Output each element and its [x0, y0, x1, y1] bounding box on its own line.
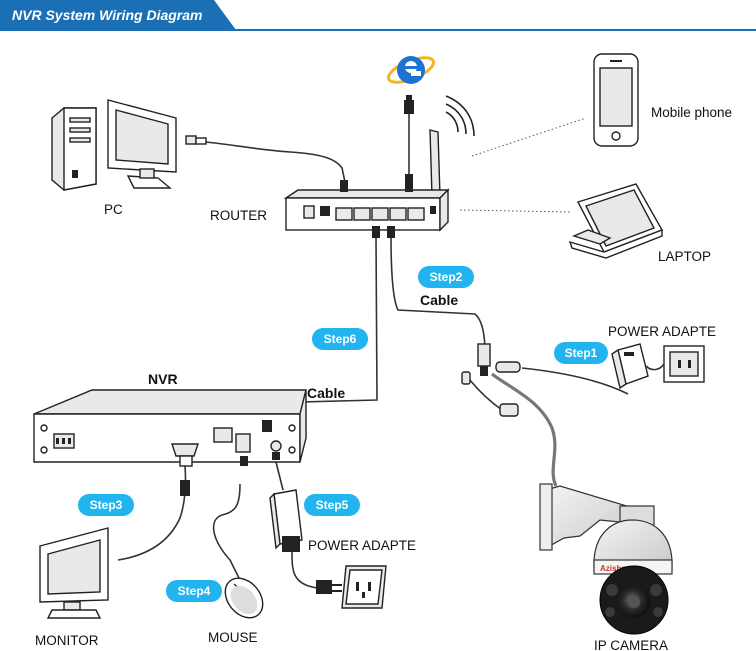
- cable-nvr-label: Cable: [307, 385, 345, 401]
- laptop-label: LAPTOP: [658, 249, 711, 264]
- mouse: MOUSE: [208, 577, 264, 645]
- camera-wall-socket: [663, 345, 705, 383]
- title-bar: [0, 0, 236, 30]
- monitor: MONITOR: [35, 480, 190, 648]
- nvr-dc-port: [270, 440, 282, 452]
- step5-badge: Step5: [304, 494, 360, 516]
- step4-badge: Step4: [166, 580, 222, 602]
- svg-text:Step1: Step1: [565, 346, 598, 360]
- mobile-phone-label: Mobile phone: [651, 105, 732, 120]
- router-camera-cable: [390, 235, 486, 347]
- step1-badge: Step1: [554, 342, 608, 364]
- nvr: NVR: [33, 371, 307, 467]
- step3-badge: Step3: [78, 494, 134, 516]
- router-label: ROUTER: [210, 208, 267, 223]
- camera-pigtail: [469, 379, 503, 411]
- nvr-side: [299, 389, 307, 463]
- nvr-mouse-cable: [212, 483, 241, 581]
- power-adapter-nvr-label: POWER ADAPTE: [308, 538, 416, 553]
- nvr-wall-socket: [316, 565, 387, 609]
- monitor-label: MONITOR: [35, 633, 99, 648]
- pc-label: PC: [104, 202, 123, 217]
- router-antenna: [429, 129, 441, 197]
- svg-text:Step5: Step5: [316, 498, 349, 512]
- ip-camera: Azishn IP CAMERA: [539, 483, 673, 651]
- wireless-phone-link: [471, 117, 587, 157]
- nvr-usb-ports: [235, 433, 251, 453]
- step2-badge: Step2: [418, 266, 474, 288]
- nvr-power-plug-cable: [291, 551, 319, 589]
- camera-power-adapter: POWER ADAPTE: [608, 324, 716, 390]
- page-title: NVR System Wiring Diagram: [12, 7, 202, 23]
- pc-monitor: [107, 99, 177, 189]
- wifi-signal-icon: [445, 95, 475, 137]
- laptop: LAPTOP: [568, 183, 711, 264]
- svg-text:Step3: Step3: [90, 498, 123, 512]
- pc-tower: [51, 107, 97, 191]
- ip-camera-label: IP CAMERA: [594, 638, 668, 651]
- router-lan-ports: [335, 207, 425, 221]
- nvr-power-adapter: POWER ADAPTE: [269, 489, 416, 553]
- cable-camera-label: Cable: [420, 292, 458, 308]
- nvr-lan-port: [213, 427, 233, 443]
- nvr-top: [33, 389, 307, 415]
- junction-camera-cable: [491, 372, 558, 487]
- power-camera-cable: [521, 367, 629, 395]
- internet-explorer-icon: [386, 56, 436, 84]
- power-adapter-camera-label: POWER ADAPTE: [608, 324, 716, 339]
- svg-text:Step2: Step2: [430, 270, 463, 284]
- router: ROUTER: [210, 95, 475, 238]
- svg-text:Step4: Step4: [178, 584, 211, 598]
- pc: PC: [51, 99, 207, 217]
- nvr-label: NVR: [148, 371, 178, 387]
- pc-cable-plug: [185, 135, 207, 145]
- nvr-power-cable: [274, 457, 284, 491]
- step6-badge: Step6: [312, 328, 368, 350]
- mobile-phone: Mobile phone: [593, 53, 732, 147]
- title-banner: NVR System Wiring Diagram: [0, 0, 756, 31]
- nvr-power-switch: [262, 420, 272, 432]
- camera-cable-junction: [461, 343, 521, 417]
- svg-text:Step6: Step6: [324, 332, 357, 346]
- mouse-label: MOUSE: [208, 630, 258, 645]
- pc-router-cable: [205, 141, 346, 183]
- wireless-laptop-link: [459, 209, 571, 213]
- camera-dome: [593, 519, 673, 571]
- step-badges: Step2 Step6 Step1 Step3 Step5 Step4: [78, 266, 608, 602]
- nvr-vga-port: [171, 443, 199, 467]
- internet-plug: [404, 95, 414, 114]
- camera-brand-text: Azishn: [600, 564, 626, 573]
- router-nvr-cable: [221, 235, 378, 429]
